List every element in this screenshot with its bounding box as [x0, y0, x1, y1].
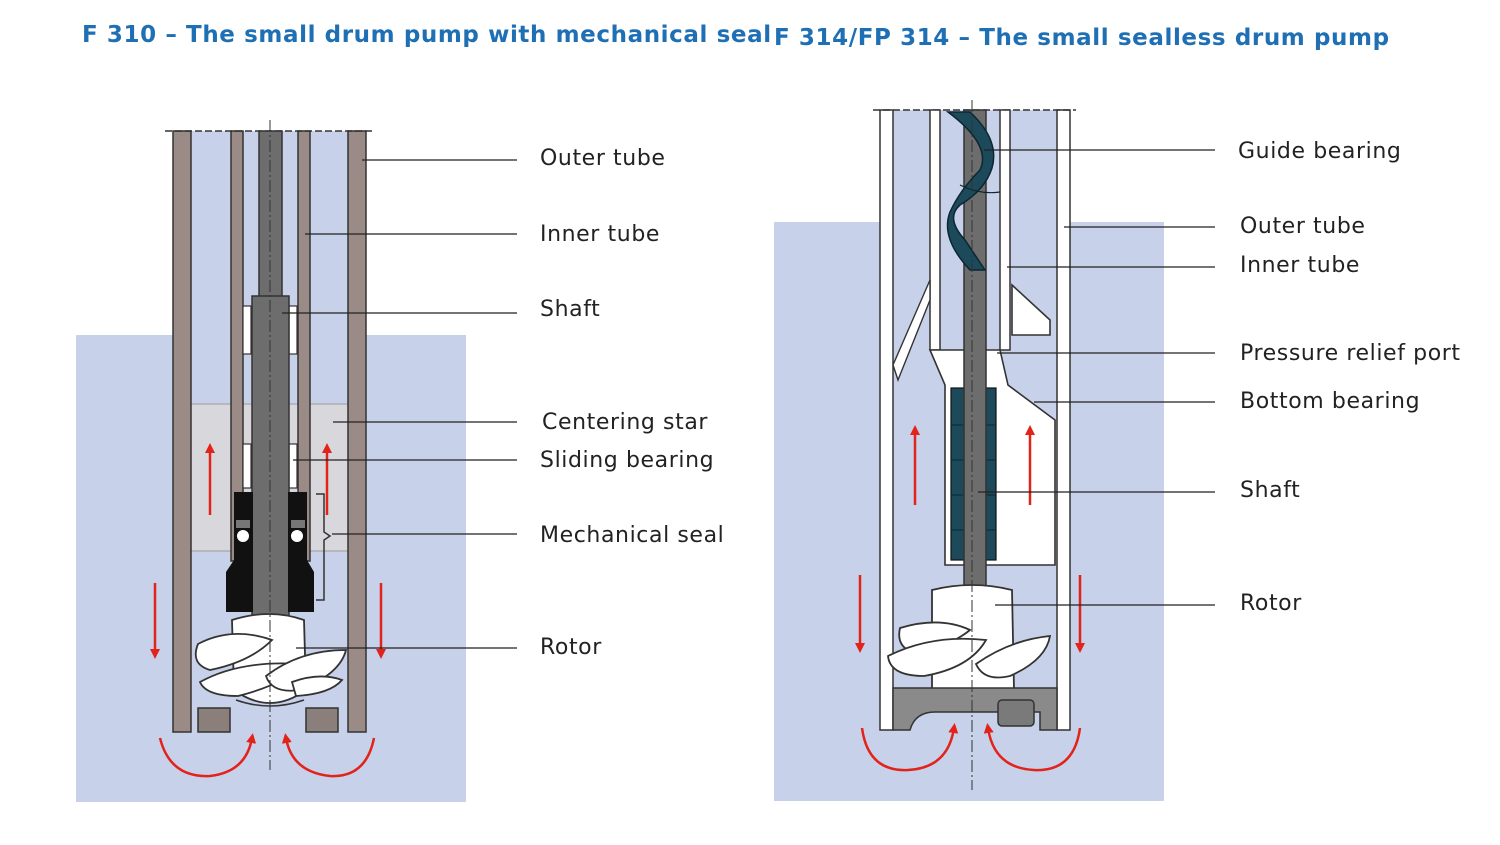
- left-outer-tube-wall-right: [347, 130, 367, 733]
- right-outer-tube-wall-right: [1056, 109, 1071, 731]
- left-pump-drawing: [76, 120, 517, 802]
- label-shaft-right: Shaft: [1240, 478, 1301, 503]
- left-bottom-bracket-right: [305, 707, 339, 733]
- right-pump-drawing: [774, 100, 1215, 801]
- right-outer-tube-wall-left: [879, 109, 894, 731]
- right-bottom-plate: [892, 687, 1058, 731]
- right-helix: [945, 111, 995, 271]
- label-inner-tube-left: Inner tube: [540, 222, 661, 247]
- label-bottom-bearing: Bottom bearing: [1240, 389, 1421, 414]
- right-diagram-title: F 314/FP 314 – The small sealless drum p…: [774, 25, 1390, 51]
- label-inner-tube-right: Inner tube: [1240, 253, 1361, 278]
- label-pressure-relief-port: Pressure relief port: [1240, 341, 1461, 366]
- left-diagram-title: F 310 – The small drum pump with mechani…: [82, 22, 772, 48]
- label-shaft-left: Shaft: [540, 297, 601, 322]
- label-sliding-bearing: Sliding bearing: [540, 448, 715, 473]
- left-sliding-bearing-lower-r: [288, 443, 298, 489]
- left-flow-arrows: [150, 443, 386, 778]
- left-rotor: [194, 613, 348, 707]
- right-inner-tube-wall-right: [999, 109, 1011, 351]
- left-mechanical-seal: [226, 492, 332, 612]
- right-inner-tube-wall-left: [929, 109, 941, 351]
- label-guide-bearing: Guide bearing: [1238, 139, 1402, 164]
- label-centering-star: Centering star: [542, 410, 709, 435]
- left-sliding-bearing-lower: [242, 443, 252, 489]
- label-outer-tube-left: Outer tube: [540, 146, 666, 171]
- label-mechanical-seal: Mechanical seal: [540, 523, 725, 548]
- label-rotor-left: Rotor: [540, 635, 602, 660]
- left-bottom-bracket-left: [197, 707, 231, 733]
- right-flow-arrows: [855, 425, 1085, 772]
- right-rotor: [887, 584, 1052, 702]
- label-outer-tube-right: Outer tube: [1240, 214, 1366, 239]
- left-sliding-bearing-upper: [242, 305, 252, 355]
- left-outer-tube-wall-left: [172, 130, 192, 733]
- label-rotor-right: Rotor: [1240, 591, 1302, 616]
